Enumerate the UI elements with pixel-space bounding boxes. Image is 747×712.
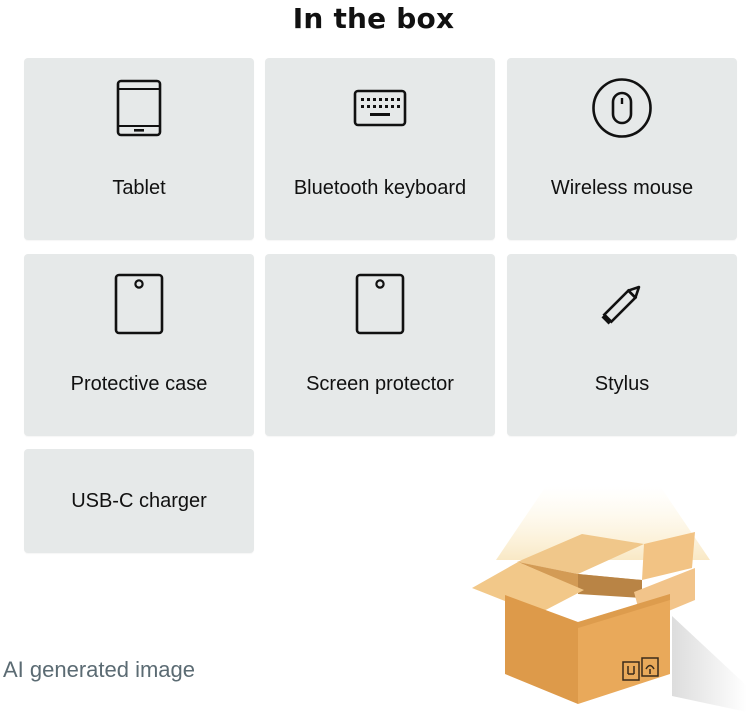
item-card-usb-c-charger: USB-C charger — [24, 449, 254, 553]
item-label: Tablet — [112, 177, 166, 199]
item-label: Bluetooth keyboard — [293, 177, 467, 199]
keyboard-icon — [348, 76, 412, 140]
item-label: USB-C charger — [71, 490, 207, 512]
page-title: In the box — [292, 1, 455, 35]
item-card-bluetooth-keyboard: Bluetooth keyboard — [265, 58, 495, 240]
item-label: Stylus — [594, 373, 650, 395]
case-icon — [107, 272, 171, 336]
stylus-icon — [590, 272, 654, 336]
ai-generated-note: AI generated image — [3, 657, 196, 682]
item-card-wireless-mouse: Wireless mouse — [507, 58, 737, 240]
mouse-icon — [590, 76, 654, 140]
item-label: Protective case — [70, 373, 208, 395]
tablet-icon — [107, 76, 171, 140]
item-card-tablet: Tablet — [24, 58, 254, 240]
item-card-screen-protector: Screen protector — [265, 254, 495, 436]
item-label: Screen protector — [306, 373, 454, 395]
screen-protector-icon — [348, 272, 412, 336]
item-card-protective-case: Protective case — [24, 254, 254, 436]
item-label: Wireless mouse — [550, 177, 694, 199]
cardboard-box-illustration — [460, 476, 747, 712]
item-card-stylus: Stylus — [507, 254, 737, 436]
